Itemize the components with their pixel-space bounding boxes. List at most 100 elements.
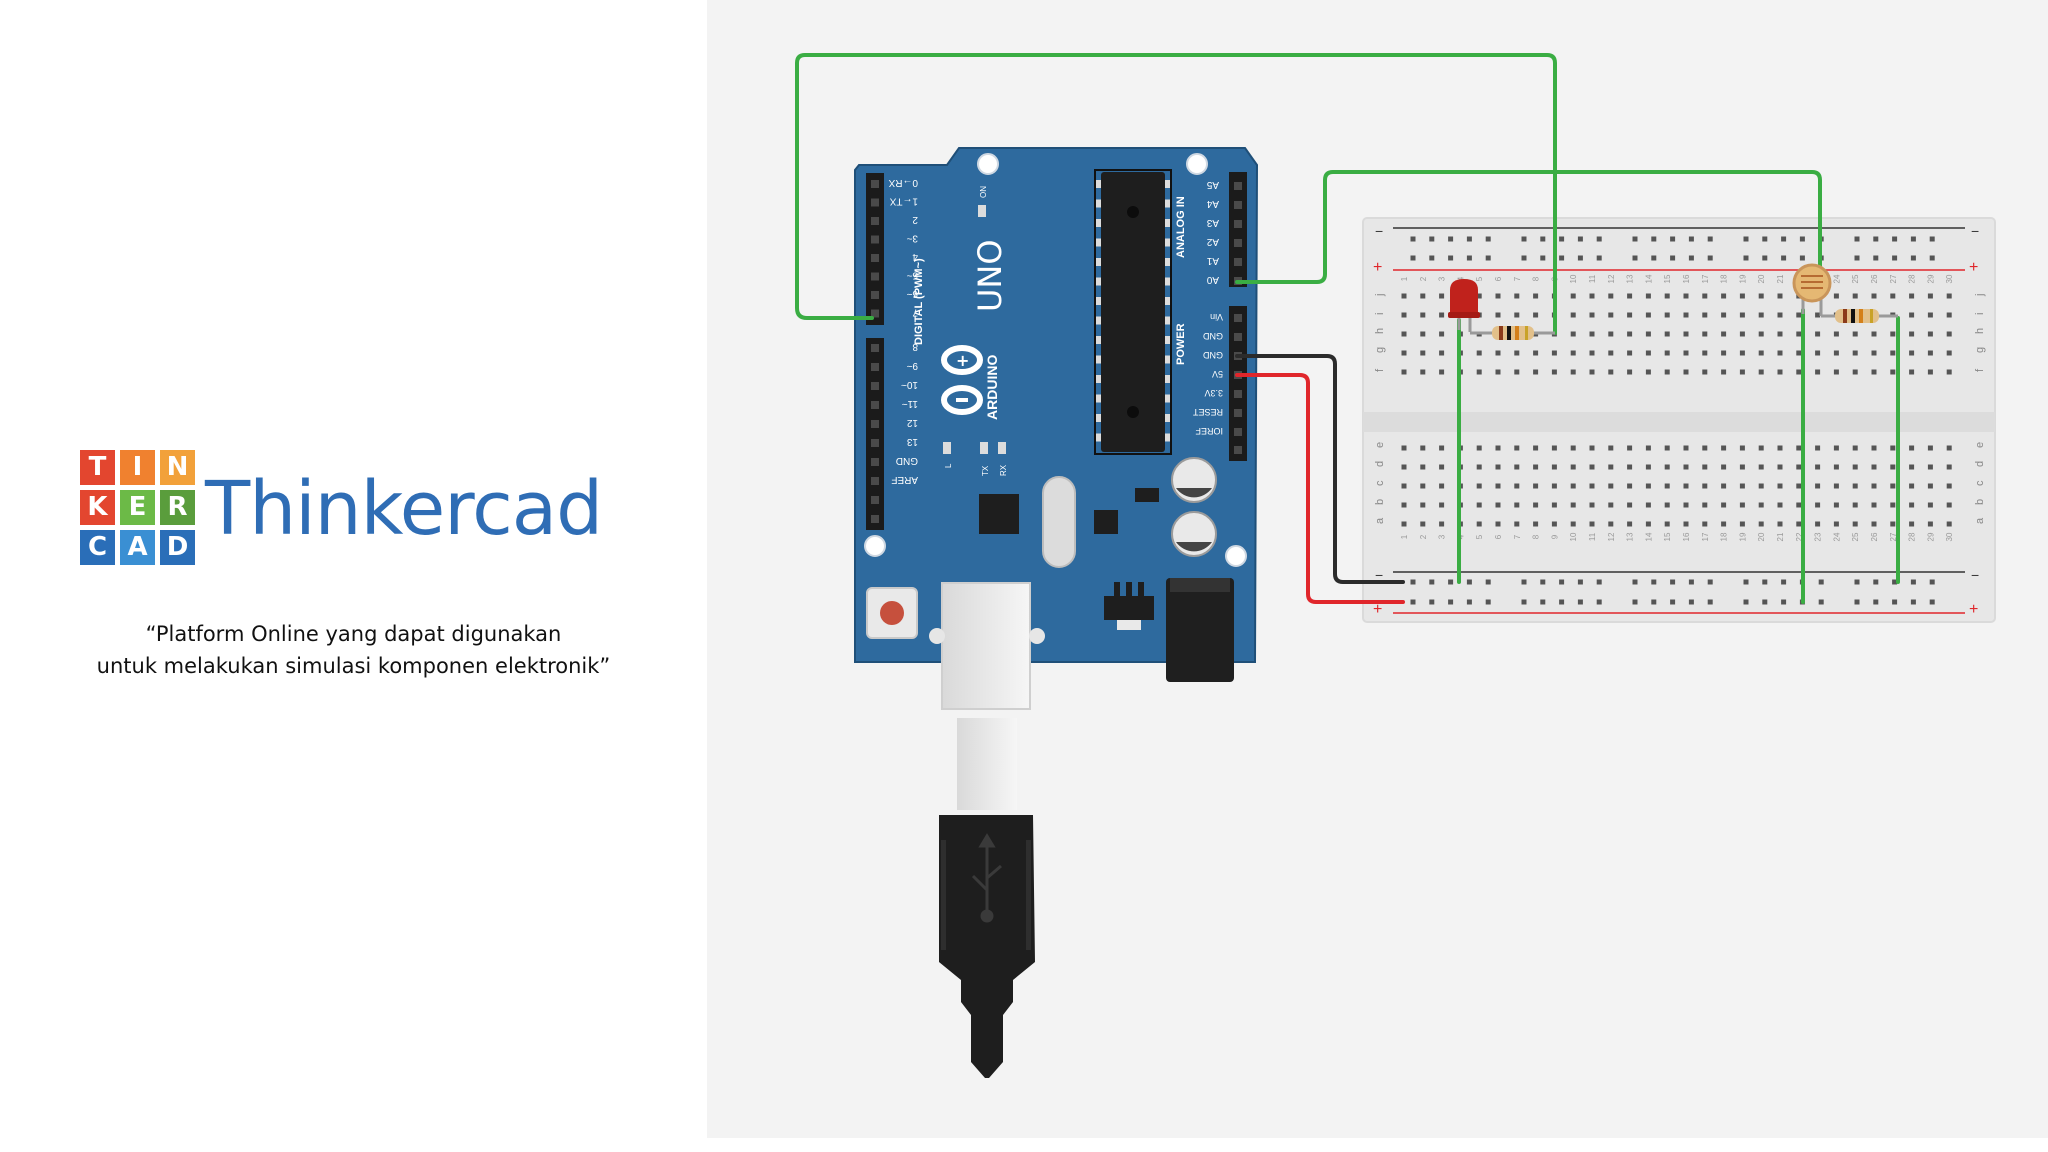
- breadboard-hole[interactable]: [1833, 369, 1839, 375]
- breadboard-hole[interactable]: [1758, 502, 1764, 508]
- header-pin[interactable]: [871, 235, 879, 244]
- breadboard-hole[interactable]: [1627, 293, 1633, 299]
- breadboard-hole[interactable]: [1645, 331, 1651, 337]
- breadboard-hole[interactable]: [1495, 350, 1501, 356]
- breadboard-hole[interactable]: [1664, 502, 1670, 508]
- breadboard-hole[interactable]: [1909, 369, 1915, 375]
- header-pin[interactable]: [871, 439, 879, 447]
- breadboard-hole[interactable]: [1439, 293, 1445, 299]
- breadboard-hole[interactable]: [1777, 331, 1783, 337]
- breadboard-hole[interactable]: [1533, 464, 1539, 470]
- breadboard-hole[interactable]: [1702, 331, 1708, 337]
- breadboard-hole[interactable]: [1683, 521, 1689, 527]
- breadboard-hole[interactable]: [1707, 599, 1713, 605]
- breadboard-hole[interactable]: [1533, 293, 1539, 299]
- breadboard-hole[interactable]: [1429, 255, 1435, 261]
- breadboard-hole[interactable]: [1533, 502, 1539, 508]
- breadboard-hole[interactable]: [1627, 483, 1633, 489]
- breadboard-hole[interactable]: [1910, 599, 1916, 605]
- breadboard-hole[interactable]: [1852, 350, 1858, 356]
- breadboard-hole[interactable]: [1439, 521, 1445, 527]
- breadboard-hole[interactable]: [1420, 293, 1426, 299]
- breadboard-hole[interactable]: [1596, 255, 1602, 261]
- breadboard-hole[interactable]: [1909, 331, 1915, 337]
- header-pin[interactable]: [871, 217, 879, 225]
- breadboard-hole[interactable]: [1448, 236, 1454, 242]
- breadboard-hole[interactable]: [1890, 293, 1896, 299]
- breadboard-hole[interactable]: [1401, 369, 1407, 375]
- breadboard-hole[interactable]: [1466, 579, 1472, 585]
- header-pin[interactable]: [871, 309, 879, 318]
- breadboard-hole[interactable]: [1466, 255, 1472, 261]
- breadboard-hole[interactable]: [1796, 464, 1802, 470]
- breadboard-hole[interactable]: [1485, 255, 1491, 261]
- breadboard-hole[interactable]: [1570, 312, 1576, 318]
- breadboard-hole[interactable]: [1815, 502, 1821, 508]
- breadboard-hole[interactable]: [1721, 502, 1727, 508]
- header-pin[interactable]: [871, 458, 879, 466]
- header-pin[interactable]: [871, 382, 879, 390]
- breadboard-hole[interactable]: [1645, 502, 1651, 508]
- breadboard-hole[interactable]: [1781, 236, 1787, 242]
- breadboard-hole[interactable]: [1596, 236, 1602, 242]
- breadboard-hole[interactable]: [1910, 579, 1916, 585]
- breadboard-hole[interactable]: [1664, 369, 1670, 375]
- breadboard-hole[interactable]: [1570, 369, 1576, 375]
- breadboard-hole[interactable]: [1551, 502, 1557, 508]
- breadboard-hole[interactable]: [1632, 255, 1638, 261]
- breadboard-hole[interactable]: [1664, 521, 1670, 527]
- breadboard-hole[interactable]: [1608, 464, 1614, 470]
- breadboard-hole[interactable]: [1420, 483, 1426, 489]
- breadboard-hole[interactable]: [1739, 312, 1745, 318]
- breadboard-hole[interactable]: [1929, 236, 1935, 242]
- breadboard-hole[interactable]: [1929, 579, 1935, 585]
- breadboard-hole[interactable]: [1758, 312, 1764, 318]
- breadboard-hole[interactable]: [1927, 483, 1933, 489]
- breadboard-hole[interactable]: [1871, 445, 1877, 451]
- breadboard-hole[interactable]: [1589, 445, 1595, 451]
- header-pin[interactable]: [871, 420, 879, 428]
- header-pin[interactable]: [1234, 409, 1242, 417]
- breadboard-hole[interactable]: [1664, 293, 1670, 299]
- breadboard-hole[interactable]: [1890, 331, 1896, 337]
- breadboard-hole[interactable]: [1476, 483, 1482, 489]
- breadboard-hole[interactable]: [1670, 255, 1676, 261]
- photoresistor-ldr[interactable]: [1792, 263, 1832, 316]
- breadboard-hole[interactable]: [1873, 255, 1879, 261]
- breadboard-hole[interactable]: [1448, 255, 1454, 261]
- header-pin[interactable]: [871, 496, 879, 504]
- breadboard-hole[interactable]: [1777, 293, 1783, 299]
- breadboard-hole[interactable]: [1570, 293, 1576, 299]
- breadboard-hole[interactable]: [1651, 255, 1657, 261]
- breadboard-hole[interactable]: [1777, 502, 1783, 508]
- breadboard-hole[interactable]: [1815, 464, 1821, 470]
- breadboard-hole[interactable]: [1495, 521, 1501, 527]
- breadboard-hole[interactable]: [1476, 293, 1482, 299]
- breadboard-hole[interactable]: [1651, 579, 1657, 585]
- breadboard-hole[interactable]: [1721, 293, 1727, 299]
- breadboard-hole[interactable]: [1632, 236, 1638, 242]
- breadboard-hole[interactable]: [1495, 502, 1501, 508]
- breadboard-hole[interactable]: [1495, 369, 1501, 375]
- breadboard-hole[interactable]: [1514, 369, 1520, 375]
- breadboard-hole[interactable]: [1448, 599, 1454, 605]
- green-wire-pin7-to-breadboard[interactable]: [795, 53, 1557, 335]
- breadboard-hole[interactable]: [1401, 331, 1407, 337]
- breadboard-hole[interactable]: [1401, 445, 1407, 451]
- breadboard-hole[interactable]: [1781, 579, 1787, 585]
- breadboard-hole[interactable]: [1739, 483, 1745, 489]
- breadboard-hole[interactable]: [1833, 445, 1839, 451]
- breadboard-hole[interactable]: [1946, 350, 1952, 356]
- breadboard-hole[interactable]: [1852, 331, 1858, 337]
- breadboard-hole[interactable]: [1608, 350, 1614, 356]
- breadboard-hole[interactable]: [1577, 579, 1583, 585]
- breadboard-hole[interactable]: [1946, 369, 1952, 375]
- breadboard-hole[interactable]: [1758, 331, 1764, 337]
- breadboard-hole[interactable]: [1664, 483, 1670, 489]
- breadboard-hole[interactable]: [1929, 255, 1935, 261]
- breadboard-hole[interactable]: [1645, 521, 1651, 527]
- breadboard-hole[interactable]: [1664, 445, 1670, 451]
- breadboard-hole[interactable]: [1485, 599, 1491, 605]
- breadboard-hole[interactable]: [1890, 521, 1896, 527]
- breadboard-hole[interactable]: [1739, 350, 1745, 356]
